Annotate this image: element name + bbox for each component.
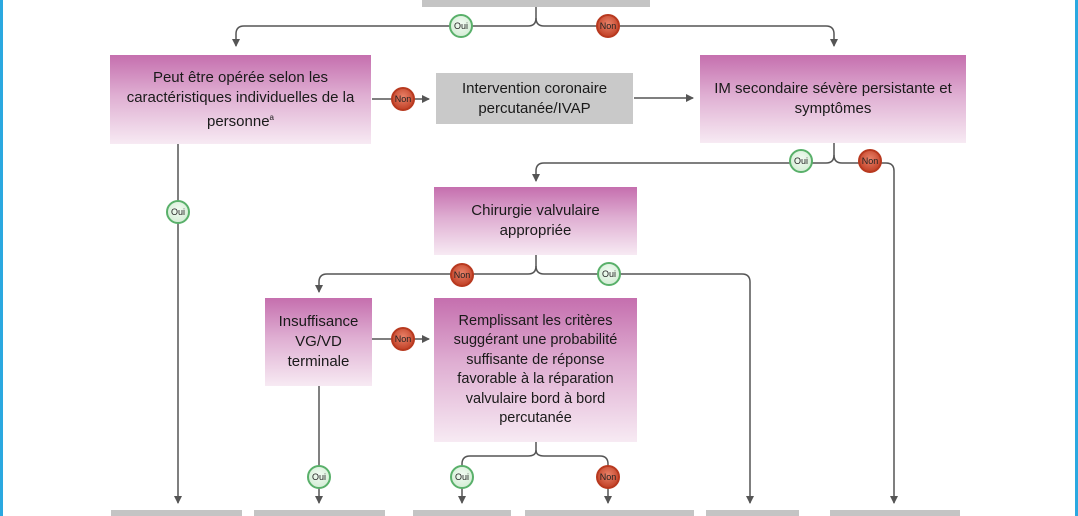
box-im-severe-text: IM secondaire sévère persistante et symp… xyxy=(714,80,952,117)
frame-left-border xyxy=(0,0,3,516)
badge-top-oui: Oui xyxy=(449,14,473,38)
box-insuffisance: Insuffisance VG/VD terminale xyxy=(265,298,372,386)
badge-label: Non xyxy=(394,334,412,344)
box-pci: Intervention coronaire percutanée/IVAP xyxy=(436,73,633,124)
outcome-box-2 xyxy=(254,510,385,516)
badge-operable-oui: Oui xyxy=(166,200,190,224)
outcome-box-1 xyxy=(111,510,242,516)
box-pci-text: Intervention coronaire percutanée/IVAP xyxy=(461,79,608,117)
box-operable-text: Peut être opérée selon les caractéristiq… xyxy=(126,68,355,130)
box-criteres: Remplissant les critères suggérant une p… xyxy=(434,298,637,442)
badge-label: Non xyxy=(599,21,617,31)
badge-label: Non xyxy=(861,156,879,166)
badge-chirurgie-non: Non xyxy=(450,263,474,287)
badge-label: Oui xyxy=(793,156,808,166)
outcome-box-4 xyxy=(525,510,694,516)
box-criteres-text: Remplissant les critères suggérant une p… xyxy=(453,312,618,427)
box-chirurgie-text: Chirurgie valvulaire appropriée xyxy=(471,202,600,239)
frame-right-border xyxy=(1075,0,1078,516)
badge-label: Oui xyxy=(601,269,616,279)
badge-operable-non: Non xyxy=(391,87,415,111)
badge-criteres-oui: Oui xyxy=(450,465,474,489)
badge-label: Oui xyxy=(454,472,469,482)
footnote-marker: a xyxy=(269,112,274,122)
badge-im-non: Non xyxy=(858,149,882,173)
badge-label: Non xyxy=(453,270,471,280)
badge-insuffisance-oui: Oui xyxy=(307,465,331,489)
outcome-box-3 xyxy=(413,510,511,516)
badge-label: Non xyxy=(394,94,412,104)
badge-im-oui: Oui xyxy=(789,149,813,173)
badge-label: Oui xyxy=(311,472,326,482)
badge-label: Oui xyxy=(453,21,468,31)
box-chirurgie: Chirurgie valvulaire appropriée xyxy=(434,187,637,255)
badge-insuffisance-non: Non xyxy=(391,327,415,351)
outcome-box-6 xyxy=(830,510,960,516)
badge-criteres-non: Non xyxy=(596,465,620,489)
outcome-box-5 xyxy=(706,510,799,516)
top-box-partial xyxy=(422,0,650,7)
badge-top-non: Non xyxy=(596,14,620,38)
badge-label: Oui xyxy=(170,207,185,217)
badge-chirurgie-oui: Oui xyxy=(597,262,621,286)
box-operable: Peut être opérée selon les caractéristiq… xyxy=(110,55,371,144)
badge-label: Non xyxy=(599,472,617,482)
box-insuffisance-text: Insuffisance VG/VD terminale xyxy=(278,313,359,370)
box-im-severe: IM secondaire sévère persistante et symp… xyxy=(700,55,966,143)
